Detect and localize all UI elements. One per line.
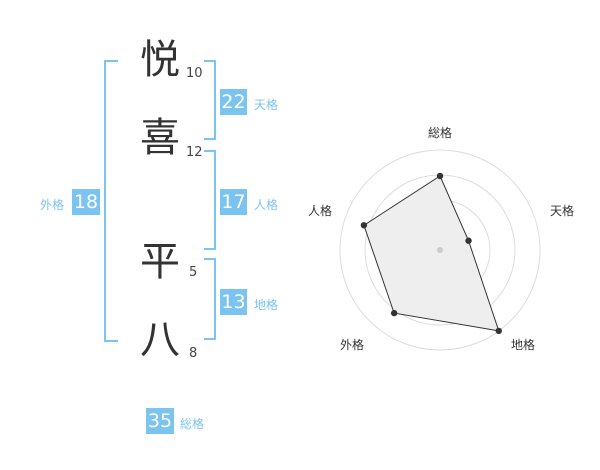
radar-points — [360, 172, 502, 335]
name-char-3: 平 — [140, 239, 180, 285]
radar-point-2 — [495, 327, 502, 335]
chikaku-bracket — [204, 258, 216, 340]
soukaku-label: 総格 — [180, 417, 205, 431]
name-char-4: 八 — [140, 317, 180, 363]
stroke-count-3: 5 — [189, 265, 198, 280]
radar-point-1 — [465, 237, 472, 244]
name-char-1: 悦 — [140, 37, 180, 83]
radar-point-3 — [390, 309, 398, 317]
radar-axis-label-gaikaku: 外格 — [340, 338, 365, 352]
radar-center-dot — [437, 247, 443, 253]
radar-chart — [339, 149, 541, 351]
gaikaku-bracket — [104, 60, 118, 342]
radar-point-4 — [360, 222, 368, 229]
radar-point-0 — [436, 172, 444, 180]
gaikaku-label: 外格 — [40, 198, 65, 212]
jinkaku-bracket — [204, 150, 216, 250]
tenkaku-bracket — [204, 60, 216, 140]
stroke-count-2: 12 — [186, 145, 203, 160]
name-char-2: 喜 — [140, 115, 180, 161]
radar-polygon — [363, 175, 500, 332]
jinkaku-value-box: 17 — [220, 189, 247, 215]
radar-axis-label-chikaku: 地格 — [511, 338, 536, 352]
chikaku-label: 地格 — [254, 298, 279, 312]
stroke-count-1: 10 — [186, 66, 203, 81]
chikaku-value-box: 13 — [220, 289, 247, 315]
tenkaku-value-box: 22 — [220, 89, 247, 115]
tenkaku-label: 天格 — [254, 98, 279, 112]
soukaku-value-box: 35 — [146, 408, 174, 434]
gaikaku-value-box: 18 — [72, 189, 100, 215]
radar-axis-label-soukaku: 総格 — [428, 126, 453, 140]
radar-axis-label-jinkaku: 人格 — [308, 204, 333, 218]
radar-axis-label-tenkaku: 天格 — [550, 204, 575, 218]
radar-ring — [339, 149, 541, 351]
jinkaku-label: 人格 — [254, 198, 279, 212]
stroke-count-4: 8 — [189, 346, 198, 361]
